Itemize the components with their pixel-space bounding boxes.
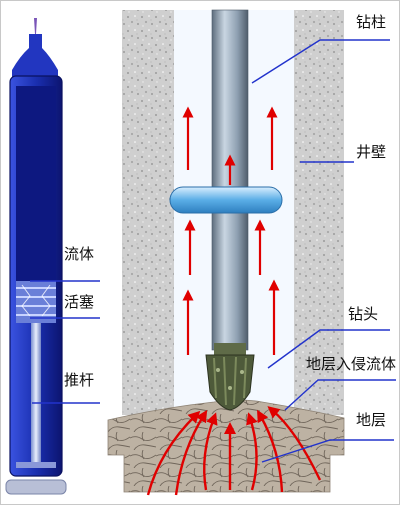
well-diagram [108, 10, 344, 495]
label-well-wall: 井壁 [356, 144, 386, 161]
label-invading-fluid: 地层入侵流体 [306, 356, 396, 373]
well-wall-left [122, 10, 174, 415]
label-fluid: 流体 [64, 246, 94, 263]
label-formation: 地层 [356, 412, 386, 429]
syringe-needle [34, 18, 37, 34]
syringe-rod [31, 323, 41, 463]
syringe-fluid [16, 86, 56, 281]
stabilizer [170, 187, 282, 213]
syringe-piston [16, 281, 56, 323]
syringe-tip [12, 34, 58, 78]
label-drill-bit: 钻头 [348, 306, 378, 323]
label-drill-pipe: 钻柱 [356, 14, 386, 31]
syringe [6, 18, 66, 494]
label-rod: 推杆 [64, 372, 94, 389]
formation [108, 400, 344, 492]
label-piston: 活塞 [64, 294, 94, 311]
syringe-collar [16, 462, 56, 468]
syringe-thumb-press [6, 480, 66, 494]
